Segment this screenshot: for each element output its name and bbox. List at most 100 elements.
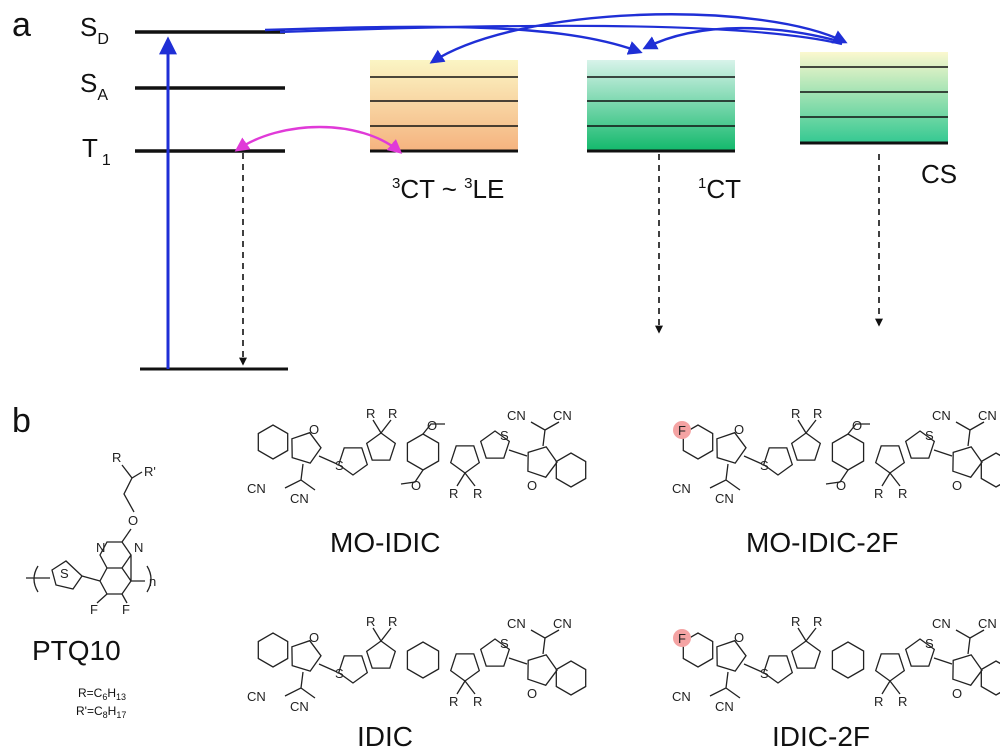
r-group-4: R bbox=[473, 486, 482, 501]
atom-n2: N bbox=[134, 540, 143, 555]
r-group-3: R bbox=[449, 486, 458, 501]
left-cn-2: CN bbox=[290, 699, 309, 714]
left-vinyl-bond bbox=[743, 455, 763, 465]
left-carbonyl-o: O bbox=[734, 630, 744, 645]
left-vinyl-bond bbox=[318, 455, 338, 465]
atom-f2: F bbox=[122, 602, 130, 617]
right-vinyl-bond bbox=[508, 657, 528, 665]
left-cn-2: CN bbox=[715, 699, 734, 714]
level-label-sa: SA bbox=[80, 68, 108, 104]
r-group-3: R bbox=[874, 694, 883, 709]
left-cn-2: CN bbox=[715, 491, 734, 506]
left-cn-1: CN bbox=[672, 689, 691, 704]
right-thiophene-s: S bbox=[925, 428, 934, 443]
r-group-1: R bbox=[791, 614, 800, 629]
right-dicyano-bond bbox=[955, 421, 985, 447]
right-cn-2: CN bbox=[978, 616, 997, 631]
left-thiophene-s: S bbox=[335, 666, 344, 681]
state-label-1ct: 1CT bbox=[698, 174, 741, 204]
atom-s: S bbox=[60, 566, 69, 581]
left-indanone-ring bbox=[716, 639, 747, 672]
left-thiophene-ring bbox=[337, 447, 369, 476]
panel-a-letter: a bbox=[12, 6, 31, 44]
right-benzene-ring bbox=[980, 660, 1000, 696]
state-box-cs bbox=[800, 52, 948, 145]
r-group-1: R bbox=[791, 406, 800, 421]
left-cn-1: CN bbox=[672, 481, 691, 496]
idic-name: IDIC bbox=[357, 721, 413, 751]
left-cyclopenta-ring bbox=[365, 432, 397, 461]
state-label-cs: CS bbox=[921, 159, 957, 189]
left-cn-1: CN bbox=[247, 481, 266, 496]
bottom-r-bonds bbox=[881, 680, 901, 695]
left-cyclopenta-ring bbox=[790, 640, 822, 669]
central-benzene-ring bbox=[831, 433, 865, 471]
left-carbonyl-o: O bbox=[309, 630, 319, 645]
top-r-bonds bbox=[372, 627, 392, 642]
bottom-methoxy-o: O bbox=[411, 478, 421, 493]
right-vinyl-bond bbox=[508, 449, 528, 457]
right-indanone-ring bbox=[952, 654, 983, 687]
right-thiophene-ring bbox=[904, 638, 936, 667]
r-group-2: R bbox=[813, 406, 822, 421]
right-vinyl-bond bbox=[933, 449, 953, 457]
right-carbonyl-o: O bbox=[952, 478, 962, 493]
right-cn-1: CN bbox=[932, 616, 951, 631]
r-group-4: R bbox=[473, 694, 482, 709]
top-methoxy-bond bbox=[422, 423, 445, 435]
right-carbonyl-o: O bbox=[527, 478, 537, 493]
state-label-3ct: 3CT ~ 3LE bbox=[392, 174, 504, 204]
right-thiophene-ring bbox=[479, 430, 511, 459]
atom-f1: F bbox=[90, 602, 98, 617]
triplet-transfer-arrow bbox=[234, 125, 403, 154]
ptq10-structure: R R' O N N S F F n bbox=[26, 450, 156, 617]
left-fluorine-highlight bbox=[673, 421, 691, 439]
right-thiophene-s: S bbox=[500, 636, 509, 651]
right-cyclopenta-ring bbox=[874, 653, 906, 682]
right-cn-1: CN bbox=[507, 408, 526, 423]
left-indanone-ring bbox=[291, 639, 322, 672]
panel-b-letter: b bbox=[12, 402, 31, 440]
left-dicyano-bond bbox=[709, 463, 741, 491]
atom-r-prime: R' bbox=[144, 464, 156, 479]
right-cn-2: CN bbox=[553, 616, 572, 631]
left-indanone-ring bbox=[716, 431, 747, 464]
panel-b: b R R' O N N S F F n PTQ10 R=C6H13 R'=C8… bbox=[12, 402, 1000, 751]
sd-to-cs-arrow bbox=[279, 24, 843, 46]
right-vinyl-bond bbox=[933, 657, 953, 665]
left-cn-2: CN bbox=[290, 491, 309, 506]
right-indanone-ring bbox=[952, 446, 983, 479]
r-group-4: R bbox=[898, 486, 907, 501]
bottom-r-bonds bbox=[456, 680, 476, 695]
right-carbonyl-o: O bbox=[527, 686, 537, 701]
left-cn-1: CN bbox=[247, 689, 266, 704]
r-prime-definition: R'=C8H17 bbox=[76, 704, 126, 720]
state-box-1ct bbox=[587, 60, 735, 153]
r-group-3: R bbox=[449, 694, 458, 709]
r-group-2: R bbox=[388, 614, 397, 629]
r-group-2: R bbox=[388, 406, 397, 421]
right-dicyano-bond bbox=[955, 629, 985, 655]
left-dicyano-bond bbox=[709, 671, 741, 699]
right-cyclopenta-ring bbox=[449, 445, 481, 474]
mo-idic-2f-structure: OCNCNSRRRRSOCNCNOOFF bbox=[672, 406, 1000, 506]
1ct-cs-arrow bbox=[642, 26, 843, 50]
atom-o: O bbox=[128, 513, 138, 528]
left-carbonyl-o: O bbox=[309, 422, 319, 437]
left-indanone-ring bbox=[291, 431, 322, 464]
right-cyclopenta-ring bbox=[874, 445, 906, 474]
bottom-r-bonds bbox=[456, 472, 476, 487]
right-indanone-ring bbox=[527, 446, 558, 479]
r-definition: R=C6H13 bbox=[78, 686, 126, 702]
right-cn-2: CN bbox=[553, 408, 572, 423]
bottom-methoxy-o: O bbox=[836, 478, 846, 493]
right-benzene-ring bbox=[555, 452, 587, 488]
left-cyclopenta-ring bbox=[790, 432, 822, 461]
idic-2f-name: IDIC-2F bbox=[772, 721, 870, 751]
left-thiophene-s: S bbox=[760, 458, 769, 473]
r-group-3: R bbox=[874, 486, 883, 501]
bottom-methoxy-bond bbox=[400, 469, 424, 485]
right-indanone-ring bbox=[527, 654, 558, 687]
